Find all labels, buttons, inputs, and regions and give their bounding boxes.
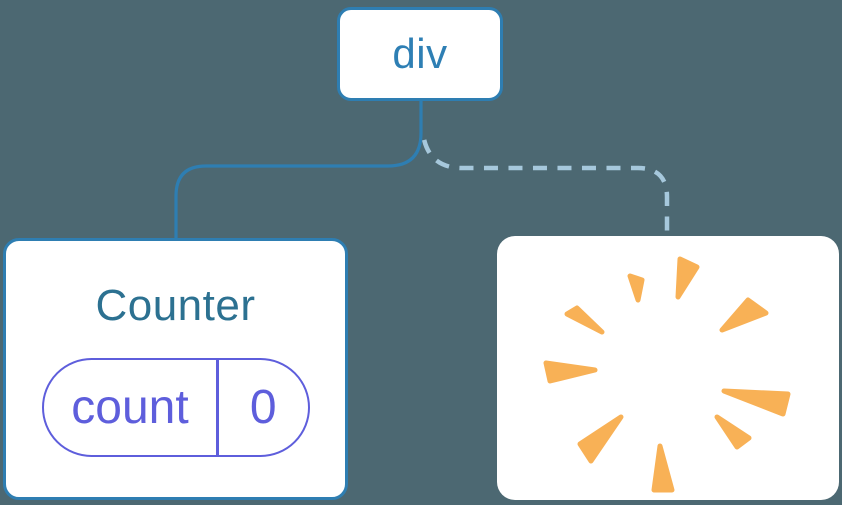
root-node-label: div xyxy=(392,30,448,77)
state-pill: count 0 xyxy=(42,358,310,457)
connector-dashed-line xyxy=(420,133,670,237)
counter-node-title: Counter xyxy=(95,281,256,330)
connector-solid-line xyxy=(174,100,423,240)
root-node-div: div xyxy=(337,7,503,101)
state-value-label: 0 xyxy=(249,380,277,434)
removed-node xyxy=(497,236,839,500)
poof-starburst-icon xyxy=(543,256,791,493)
state-key-label: count xyxy=(71,380,189,434)
state-pill-divider xyxy=(216,360,219,455)
counter-node: Counter count 0 xyxy=(3,238,348,500)
